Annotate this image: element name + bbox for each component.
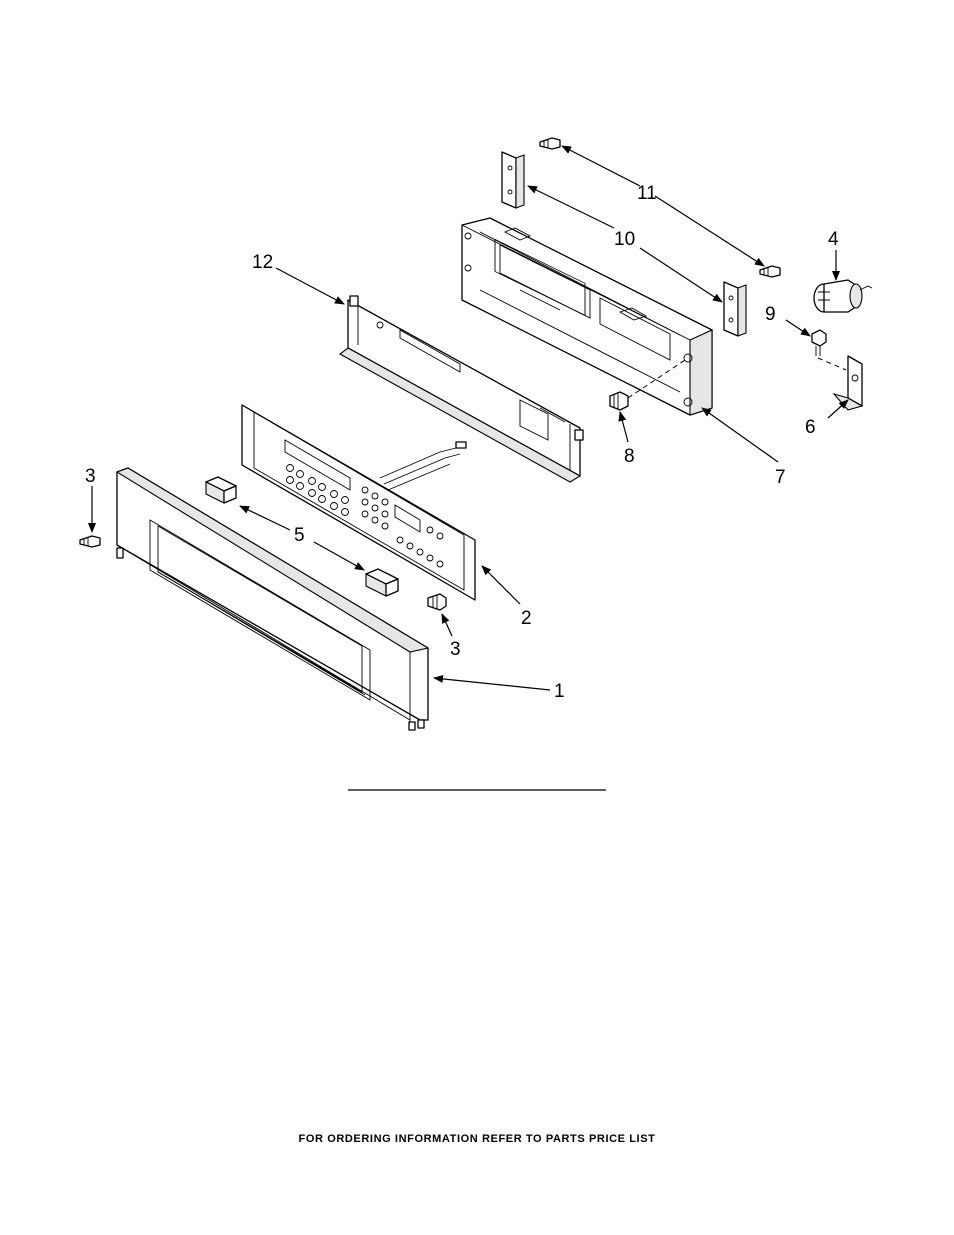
callout-4: 4 <box>828 229 839 250</box>
leader-lines <box>88 145 849 691</box>
callout-10: 10 <box>614 229 635 250</box>
spacer-5-left <box>205 476 237 504</box>
screw-3-right <box>427 593 447 611</box>
bracket-10-left <box>501 151 525 209</box>
bracket-6 <box>832 355 864 411</box>
callout-5: 5 <box>294 525 305 546</box>
component-4 <box>813 279 873 313</box>
screw-9 <box>811 329 827 356</box>
console-panel-1 <box>115 467 430 731</box>
channel-bracket-12 <box>338 295 584 483</box>
screw-11-top <box>539 137 561 150</box>
footer-note: FOR ORDERING INFORMATION REFER TO PARTS … <box>298 1133 656 1145</box>
bracket-10-right <box>723 281 747 337</box>
screw-3-left <box>79 535 101 548</box>
callout-9: 9 <box>765 304 776 325</box>
control-housing-7 <box>461 217 713 416</box>
callout-7: 7 <box>775 467 786 488</box>
callout-8: 8 <box>624 446 635 467</box>
callout-1: 1 <box>554 681 565 702</box>
screw-8 <box>609 391 629 411</box>
callout-2: 2 <box>521 608 532 629</box>
callout-3-left: 3 <box>85 466 96 487</box>
callout-11: 11 <box>637 183 657 204</box>
screw-11-bottom <box>759 265 781 278</box>
callout-12: 12 <box>252 252 273 273</box>
callout-6: 6 <box>805 417 816 438</box>
spacer-5-right <box>365 568 399 597</box>
touch-panel-2 <box>241 404 476 601</box>
callout-3-right: 3 <box>450 639 461 660</box>
